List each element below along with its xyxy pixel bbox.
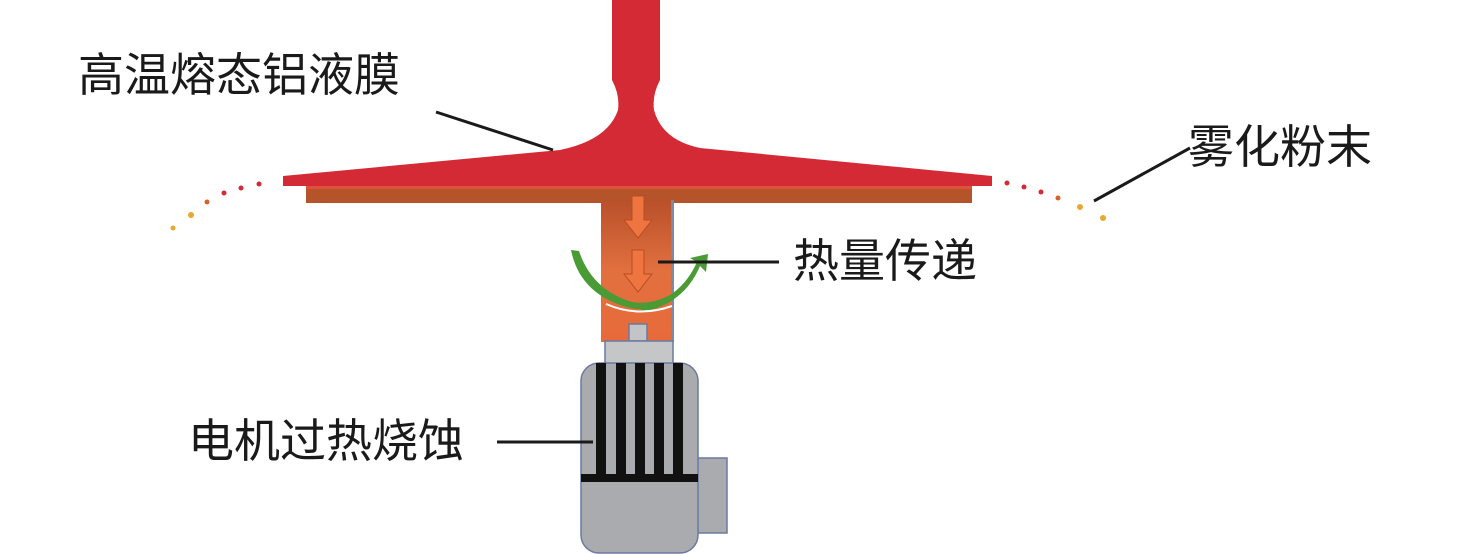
leader-line-film [435,110,554,152]
heat-arrow-icon [622,195,654,293]
motor-cooling-fins [581,363,698,482]
leader-line-powder [1093,146,1191,203]
molten-aluminum-film [283,0,992,186]
disc-plate [306,186,972,203]
atomized-powder-dots [170,180,1106,231]
motor-side-box [696,457,728,534]
label-atomized-powder: 雾化粉末 [1188,120,1372,174]
motor-cap [604,340,674,365]
rotation-arrow-icon [571,250,708,313]
label-motor-overheat: 电机过热烧蚀 [188,414,464,468]
label-molten-film: 高温熔态铝液膜 [78,48,400,102]
label-heat-transfer: 热量传递 [793,234,977,288]
motor-shaft-nub [628,323,648,342]
